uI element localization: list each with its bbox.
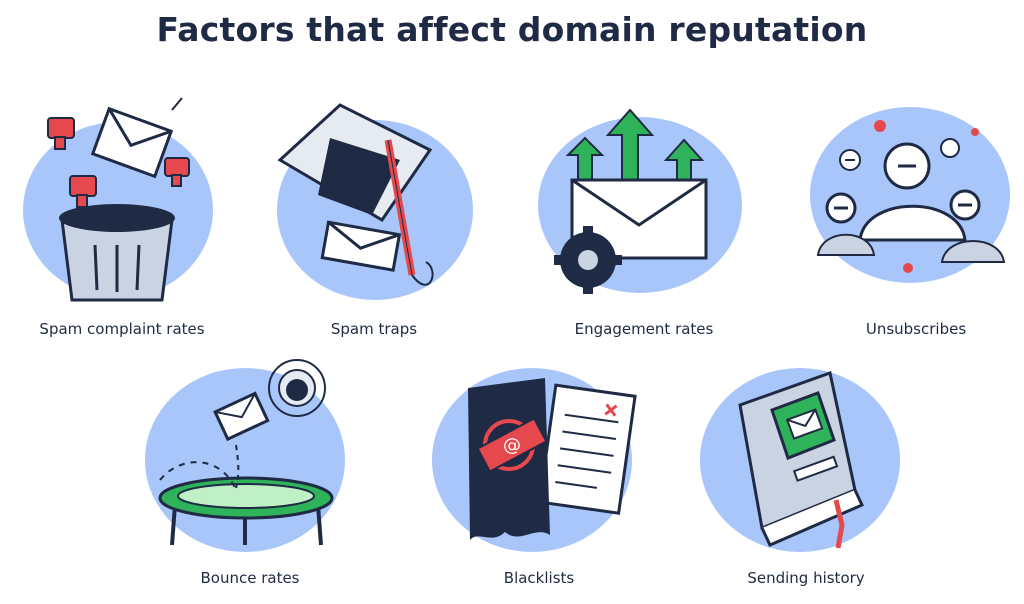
factor-label: Spam traps <box>330 320 418 338</box>
factor-label: Spam complaint rates <box>39 320 205 338</box>
factor-label: Engagement rates <box>574 320 714 338</box>
factor-label: Sending history <box>747 569 865 587</box>
factor-label: Bounce rates <box>200 569 300 587</box>
factor-label: Unsubscribes <box>865 320 967 338</box>
page-title: Factors that affect domain reputation <box>156 10 868 49</box>
svg-text:@: @ <box>503 435 521 456</box>
factor-label: Blacklists <box>503 569 575 587</box>
